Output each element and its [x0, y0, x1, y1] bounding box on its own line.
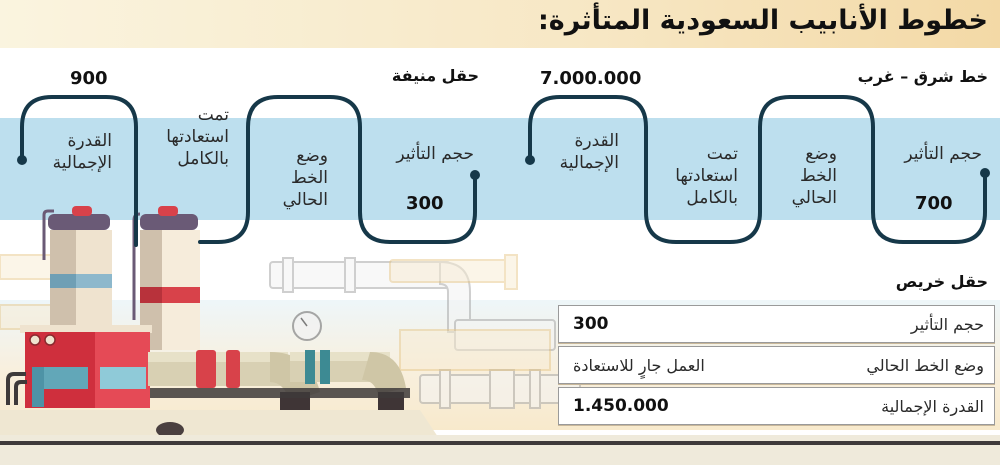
- manifa-label: حقل منيفة: [391, 66, 479, 85]
- east-west-capacity-label: القدرة الإجمالية: [559, 131, 619, 173]
- khurais-impact-label: حجم التأثير: [910, 314, 984, 334]
- east-west-impact-label: حجم التأثير: [904, 144, 982, 164]
- khurais-capacity-value: 1.450.000: [573, 396, 669, 416]
- manifa-impact-label: حجم التأثير: [396, 144, 474, 164]
- table-row: وضع الخط الحالي العمل جارٍ للاستعادة: [558, 346, 995, 384]
- storage-tank-left-icon: [42, 206, 112, 330]
- manifa-impact-value: 300: [406, 193, 444, 214]
- ground-divider: [0, 441, 1000, 445]
- east-west-impact-value: 700: [915, 193, 953, 214]
- oil-facility-illustration: [0, 206, 581, 440]
- east-west-status-label: وضع الخط الحالي: [791, 144, 837, 208]
- khurais-status-value: العمل جارٍ للاستعادة: [573, 355, 705, 375]
- pressure-gauge-icon: [292, 311, 322, 341]
- title-bar: خطوط الأنابيب السعودية المتأثرة:: [0, 0, 1000, 48]
- khurais-table: حجم التأثير 300 وضع الخط الحالي العمل جا…: [558, 305, 995, 428]
- timeline-band: [0, 118, 1000, 220]
- pipeline-icon: [148, 350, 410, 440]
- table-row: القدرة الإجمالية 1.450.000: [558, 387, 995, 425]
- east-west-restored-label: تمت استعادتها بالكامل: [675, 144, 738, 208]
- page-title: خطوط الأنابيب السعودية المتأثرة:: [537, 5, 988, 36]
- east-west-total-capacity-value: 7.000.000: [540, 68, 642, 89]
- storage-tank-right-icon: [132, 206, 200, 350]
- east-west-label: خط شرق – غرب: [857, 67, 988, 86]
- manifa-total-capacity-value: 900: [70, 68, 108, 89]
- manifa-restored-label: تمت استعادتها بالكامل: [166, 105, 229, 169]
- table-row: حجم التأثير 300: [558, 305, 995, 343]
- khurais-status-label: وضع الخط الحالي: [866, 355, 984, 375]
- khurais-label: حقل خريص: [895, 272, 988, 291]
- manifa-capacity-label: القدرة الإجمالية: [52, 131, 112, 173]
- factory-building-icon: [6, 325, 152, 408]
- manifa-status-label: وضع الخط الحالي: [282, 146, 328, 210]
- khurais-capacity-label: القدرة الإجمالية: [881, 396, 984, 416]
- khurais-impact-value: 300: [573, 314, 609, 334]
- ground-strip: [0, 435, 1000, 465]
